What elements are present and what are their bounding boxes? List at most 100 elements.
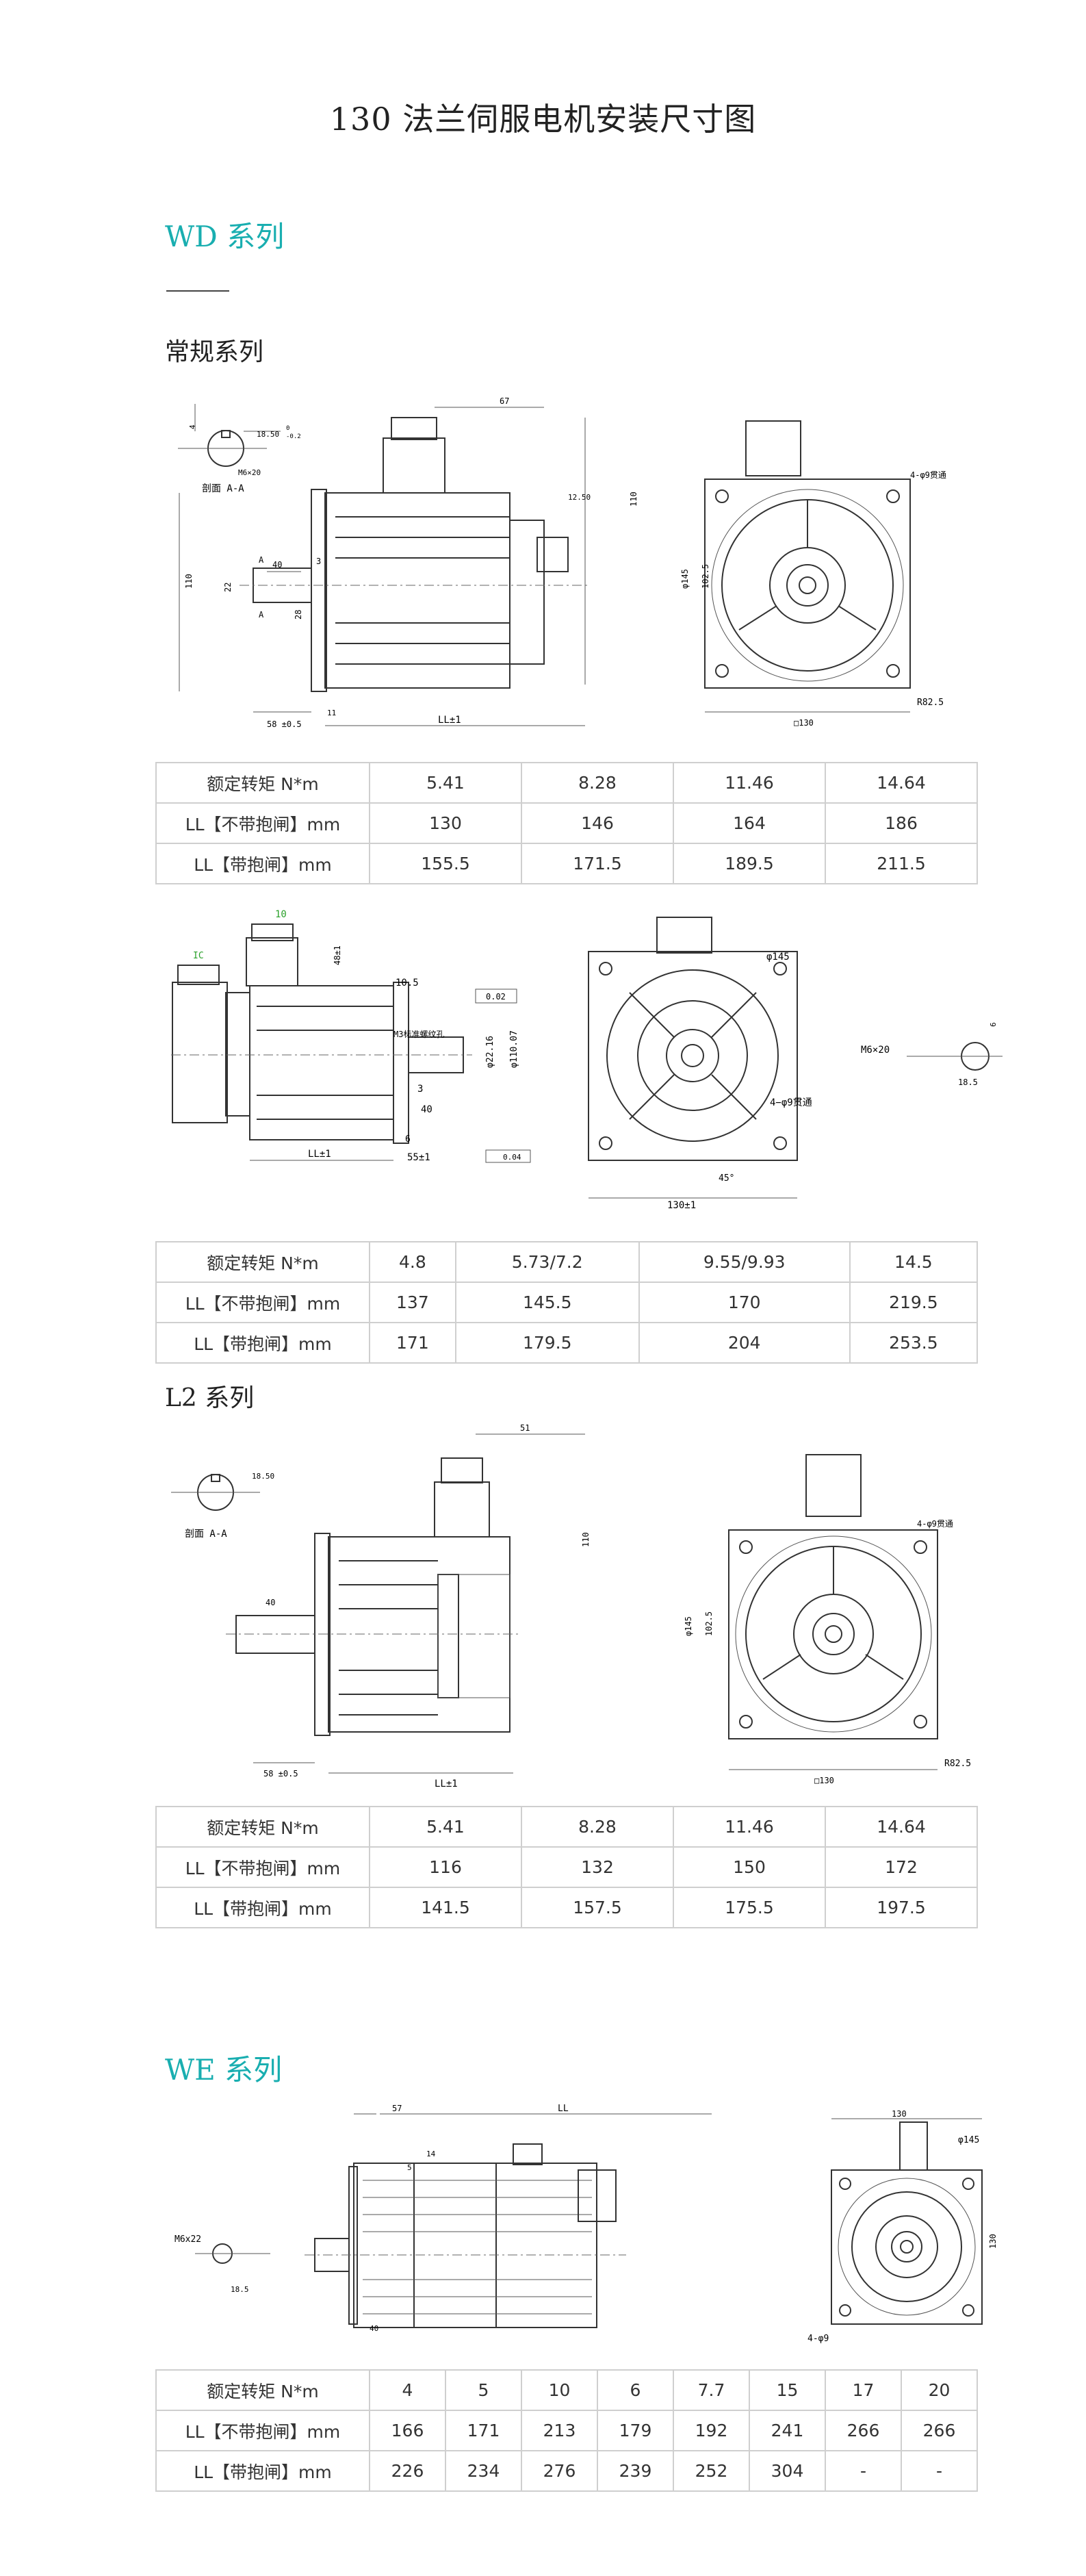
dim-67-label: 67	[500, 396, 509, 406]
flange-side	[311, 489, 327, 692]
table-row: LL【不带抱闸】mm 116 132 150 172	[155, 1846, 978, 1888]
shaft	[408, 1036, 464, 1073]
table-cell: 10	[521, 2369, 598, 2411]
dim-22-label: 22	[223, 583, 233, 592]
rear-cover-outline	[437, 1574, 510, 1698]
wd-regular-spec-table: 额定转矩 N*m 5.41 8.28 11.46 14.64 LL【不带抱闸】m…	[155, 762, 978, 884]
dim-m6-label: M6x22	[174, 2234, 201, 2245]
wd-regular-subtitle: 常规系列	[165, 338, 264, 366]
spoke	[762, 1654, 801, 1680]
mount-hole	[773, 1136, 787, 1150]
dim-phi110-label: φ110.07	[509, 1030, 519, 1068]
dim-55-label: 55±1	[407, 1152, 430, 1163]
table-cell: 5	[445, 2369, 522, 2411]
table-cell: 266	[825, 2410, 902, 2451]
front-pitch-circle	[711, 489, 904, 682]
front-spigot	[769, 547, 846, 624]
brake-housing	[172, 982, 228, 1123]
front-connector	[805, 1454, 862, 1517]
mount-hole	[962, 2304, 974, 2317]
mount-hole	[739, 1715, 753, 1729]
dim-m3-label: M3标准螺纹孔	[393, 1030, 444, 1039]
table-cell: 130	[369, 802, 522, 844]
table-row: LL【带抱闸】mm 226 234 276 239 252 304 - -	[155, 2450, 978, 2492]
table-cell: -	[825, 2450, 902, 2492]
dim-phi145-label: φ145	[680, 569, 690, 589]
wd-l2-drawing: 18.50 剖面 A-A 40 58 ±0.5 LL±1 51 110 4-φ9…	[171, 1423, 971, 1789]
mount-hole	[599, 1136, 612, 1150]
front-outer-circle	[745, 1546, 922, 1722]
dim-002-label: 0.02	[486, 992, 506, 1002]
top-connector-cap	[391, 417, 437, 440]
dim-58-label: 58 ±0.5	[267, 719, 302, 729]
dim-1025-label: 102.5	[704, 1611, 714, 1636]
table-cell: 14.64	[825, 1806, 978, 1848]
top-connector	[513, 2143, 543, 2165]
dim-130-label: □130	[814, 1776, 834, 1785]
table-cell: 189.5	[673, 843, 826, 884]
table-cell: 11.46	[673, 1806, 826, 1848]
table-cell: 5.73/7.2	[454, 1241, 640, 1283]
dim-11-label: 11	[327, 709, 336, 717]
table-cell: 137	[369, 1281, 456, 1323]
dim-110b-label: 110	[629, 492, 638, 507]
table-cell: 15	[749, 2369, 826, 2411]
table-cell: 164	[673, 802, 826, 844]
table-cell: 213	[521, 2410, 598, 2451]
row-label: LL【不带抱闸】mm	[155, 2410, 370, 2451]
dim-m6-label: M6×20	[861, 1045, 890, 1056]
wd-l2-subtitle: L2 系列	[165, 1384, 255, 1412]
front-shaft-circle	[786, 564, 829, 607]
table-cell: 219.5	[849, 1281, 979, 1323]
table-cell: 6	[597, 2369, 674, 2411]
dim-185-label: 18.5	[231, 2285, 249, 2294]
mount-hole	[715, 664, 729, 678]
keyway-slot	[221, 430, 231, 438]
rear-cover	[509, 520, 545, 665]
table-cell: 145.5	[454, 1281, 640, 1323]
table-cell: 20	[901, 2369, 978, 2411]
spoke	[711, 1074, 757, 1120]
table-cell: 179	[597, 2410, 674, 2451]
front-connector	[745, 420, 801, 476]
table-cell: 17	[825, 2369, 902, 2411]
row-label: LL【带抱闸】mm	[155, 2450, 370, 2492]
dim-40-label: 40	[272, 560, 282, 570]
flange-front	[588, 951, 798, 1161]
wd-regular-drawing: 4 18.50 0 -0.2 M6×20 剖面 A-A 40 3 A A 110…	[178, 396, 946, 729]
table-cell: 175.5	[673, 1887, 826, 1928]
front-spigot	[875, 2215, 938, 2278]
table-cell: 170	[638, 1281, 851, 1323]
dim-phi145-label: φ145	[684, 1616, 693, 1636]
table-cell: 5.41	[369, 1806, 522, 1848]
dim-185-label: 18.5	[958, 1077, 978, 1087]
table-cell: 11.46	[673, 762, 826, 804]
table-cell: 146	[521, 802, 674, 844]
dim-48-label: 48±1	[333, 945, 342, 965]
dim-4phi9-label: 4-φ9贯通	[917, 1519, 953, 1529]
table-row: LL【不带抱闸】mm 166 171 213 179 192 241 266 2…	[155, 2410, 978, 2451]
front-connector	[899, 2121, 928, 2171]
dim-1025-label: 102.5	[701, 564, 710, 589]
table-row: LL【带抱闸】mm 141.5 157.5 175.5 197.5	[155, 1887, 978, 1928]
mount-hole	[914, 1540, 927, 1554]
dim-10-label: 10	[275, 909, 287, 920]
dim-51-label: 51	[520, 1423, 530, 1433]
row-label: LL【不带抱闸】mm	[155, 1846, 370, 1888]
dim-ll-label: LL	[558, 2104, 569, 2114]
table-row: LL【带抱闸】mm 155.5 171.5 189.5 211.5	[155, 843, 978, 884]
table-cell: 253.5	[849, 1322, 979, 1364]
front-outer-circle	[606, 969, 779, 1142]
table-cell: 252	[673, 2450, 750, 2492]
wd-brake-spec-table: 额定转矩 N*m 4.8 5.73/7.2 9.55/9.93 14.5 LL【…	[155, 1241, 979, 1364]
keyway-slot	[211, 1474, 220, 1482]
table-cell: 4	[369, 2369, 446, 2411]
table-cell: 241	[749, 2410, 826, 2451]
mount-hole	[839, 2304, 851, 2317]
table-cell: 14.64	[825, 762, 978, 804]
dim-3-label: 3	[417, 1084, 423, 1095]
we-spec-table: 额定转矩 N*m 4 5 10 6 7.7 15 17 20 LL【不带抱闸】m…	[155, 2369, 978, 2492]
row-label: LL【带抱闸】mm	[155, 843, 370, 884]
table-cell: 171	[445, 2410, 522, 2451]
green-mark: IC	[193, 951, 204, 961]
